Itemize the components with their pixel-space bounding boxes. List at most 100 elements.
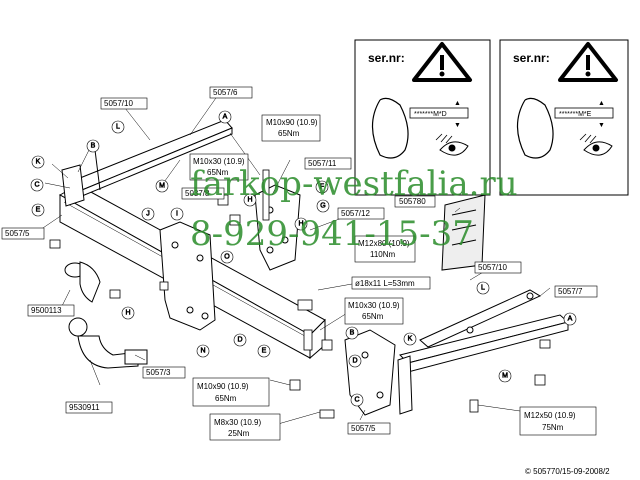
svg-text:5057/5: 5057/5 (351, 424, 376, 433)
leader-lines (39, 94, 551, 425)
torque-m10x30-mid: M10x30 (10.9) 65Nm (344, 297, 404, 325)
svg-text:E: E (36, 207, 41, 214)
torque-m12x50: M12x50 (10.9) 75Nm (519, 406, 597, 436)
svg-text:65Nm: 65Nm (278, 129, 300, 138)
callout-C: C (350, 393, 364, 407)
svg-text:D: D (237, 337, 242, 344)
callout-E: E (257, 344, 271, 358)
part-label-505780: 505780 (394, 195, 436, 208)
warning-triangle-icon (412, 42, 472, 82)
torque-pin: ø18x11 L=53mm (351, 276, 431, 290)
callout-D: D (348, 354, 362, 368)
svg-text:5057/3: 5057/3 (146, 368, 171, 377)
part-label-9500113: 9500113 (27, 304, 75, 317)
svg-text:L: L (116, 124, 120, 131)
letter-callouts: A L B K C E M F H G J I O H D E N H B K … (30, 110, 577, 407)
svg-text:H: H (298, 221, 303, 228)
svg-text:M10x30 (10.9): M10x30 (10.9) (348, 301, 400, 310)
svg-text:I: I (176, 211, 178, 218)
watermark-phone: 8-929-941-15-37 (190, 214, 474, 254)
svg-text:K: K (408, 336, 413, 343)
callout-H: H (121, 306, 135, 320)
svg-text:M: M (502, 373, 508, 380)
svg-text:J: J (146, 211, 150, 218)
callout-M: M (498, 369, 512, 383)
svg-text:505780: 505780 (399, 197, 426, 206)
part-label-5057-7: 5057/7 (554, 285, 598, 298)
svg-text:F: F (320, 184, 324, 191)
callout-A: A (563, 312, 577, 326)
svg-text:M8x30 (10.9): M8x30 (10.9) (214, 418, 261, 427)
svg-text:A: A (223, 114, 228, 121)
svg-text:5057/5: 5057/5 (5, 229, 30, 238)
eye-icon (435, 133, 469, 156)
part-label-5057-5-bottom: 5057/5 (347, 422, 391, 435)
callout-H: H (294, 217, 308, 231)
callout-L: L (476, 281, 490, 295)
svg-text:M12x50 (10.9): M12x50 (10.9) (524, 411, 576, 420)
callout-J: J (141, 207, 155, 221)
part-label-5057-11: 5057/11 (304, 157, 352, 170)
svg-text:N: N (200, 348, 205, 355)
callout-K: K (31, 155, 45, 169)
svg-text:A: A (568, 316, 573, 323)
eye-icon (579, 133, 613, 156)
svg-text:110Nm: 110Nm (370, 250, 396, 259)
svg-text:B: B (350, 330, 355, 337)
torque-m10x90-top: M10x90 (10.9) 65Nm (261, 114, 321, 142)
svg-text:M: M (159, 183, 165, 190)
svg-text:M12x80 (10.9): M12x80 (10.9) (358, 239, 410, 248)
svg-text:9530911: 9530911 (69, 403, 100, 412)
serial-code: *******M*E (559, 111, 592, 118)
left-side-arm (61, 119, 233, 207)
svg-text:9500113: 9500113 (31, 306, 62, 315)
callout-A: A (218, 110, 232, 124)
callout-G: G (316, 199, 330, 213)
arrow-up-icon: ▲ (454, 100, 461, 107)
svg-text:5057/10: 5057/10 (478, 263, 507, 272)
svg-text:C: C (34, 182, 39, 189)
socket-bracket (64, 261, 101, 303)
fasteners (49, 169, 551, 419)
svg-text:O: O (224, 254, 230, 261)
svg-text:65Nm: 65Nm (207, 168, 229, 177)
torque-m10x30-left: M10x30 (10.9) 65Nm (189, 153, 249, 181)
svg-text:K: K (36, 159, 41, 166)
watermark-site: farkop-westfalia.ru (190, 164, 518, 204)
svg-text:M10x90 (10.9): M10x90 (10.9) (266, 118, 318, 127)
callout-I: I (170, 207, 184, 221)
svg-text:L: L (481, 285, 485, 292)
part-label-5057-6: 5057/6 (209, 86, 253, 99)
svg-text:D: D (352, 358, 357, 365)
callout-H: H (243, 193, 257, 207)
svg-text:5057/12: 5057/12 (341, 209, 370, 218)
arrow-down-icon: ▼ (598, 122, 605, 129)
tow-ball (68, 317, 148, 369)
svg-text:E: E (262, 348, 267, 355)
svg-text:M10x90 (10.9): M10x90 (10.9) (197, 382, 249, 391)
callout-F: F (315, 180, 329, 194)
svg-text:25Nm: 25Nm (228, 429, 250, 438)
part-label-5057-10-top: 5057/10 (100, 97, 148, 110)
svg-text:75Nm: 75Nm (542, 423, 564, 432)
svg-text:M10x30 (10.9): M10x30 (10.9) (193, 157, 245, 166)
svg-text:H: H (125, 310, 130, 317)
callout-C: C (30, 178, 44, 192)
svg-text:B: B (91, 143, 96, 150)
part-label-9530911: 9530911 (65, 401, 113, 414)
serial-code: *******M*D (414, 111, 447, 118)
callout-M: M (155, 179, 169, 193)
warning-panel-right: ser.nr: *******M*E ▲ ▼ (499, 39, 629, 196)
part-label-5037-8: 5037/8 (181, 187, 225, 200)
part-label-5057-12: 5057/12 (337, 207, 385, 220)
callout-E: E (31, 203, 45, 217)
footer-copyright: © 505770/15-09-2008/2 (525, 467, 610, 476)
callout-D: D (233, 333, 247, 347)
callout-L: L (111, 120, 125, 134)
svg-text:G: G (320, 203, 325, 210)
torque-m12x80: M12x80 (10.9) 110Nm (354, 235, 416, 263)
callout-K: K (403, 332, 417, 346)
svg-text:5057/7: 5057/7 (558, 287, 583, 296)
serial-label: ser.nr: (513, 51, 550, 65)
